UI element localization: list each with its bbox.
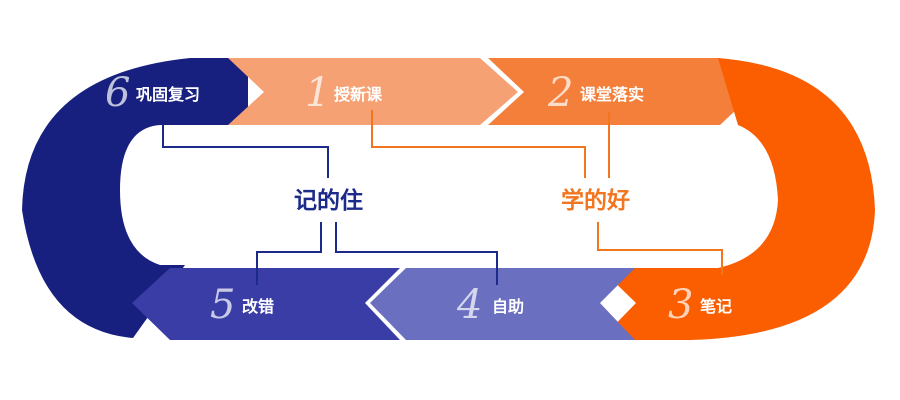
step-1-number: 1 xyxy=(305,70,330,116)
step-4-label: 自助 xyxy=(492,297,524,316)
step-1-arrow xyxy=(228,58,518,125)
step-1-label: 授新课 xyxy=(334,85,383,104)
connector-6-to-remember xyxy=(162,125,329,178)
step-4-number: 4 xyxy=(456,282,482,328)
step-5-label: 改错 xyxy=(242,297,274,316)
connector-remember-to-5 xyxy=(256,222,322,285)
step-2-number: 2 xyxy=(547,70,573,116)
step-3-label: 笔记 xyxy=(700,297,732,316)
learn-connectors xyxy=(371,110,723,275)
learn-label: 学的好 xyxy=(561,187,630,214)
step-3-segment xyxy=(600,58,875,340)
step-6-label: 巩固复习 xyxy=(136,85,200,104)
step-2-label: 课堂落实 xyxy=(580,85,644,104)
remember-connectors xyxy=(162,125,498,285)
remember-label: 记的住 xyxy=(294,187,363,214)
connector-1-to-learn xyxy=(371,110,586,178)
step-6-segment xyxy=(22,58,248,338)
step-4-arrow xyxy=(370,268,635,340)
step-2-arrow xyxy=(488,58,755,125)
step-6-number: 6 xyxy=(105,70,130,116)
connector-learn-to-3 xyxy=(597,222,723,275)
step-5-number: 5 xyxy=(210,282,235,328)
step-5-arrow xyxy=(132,268,400,340)
connector-remember-to-4 xyxy=(335,222,498,285)
step-3-number: 3 xyxy=(668,282,693,328)
